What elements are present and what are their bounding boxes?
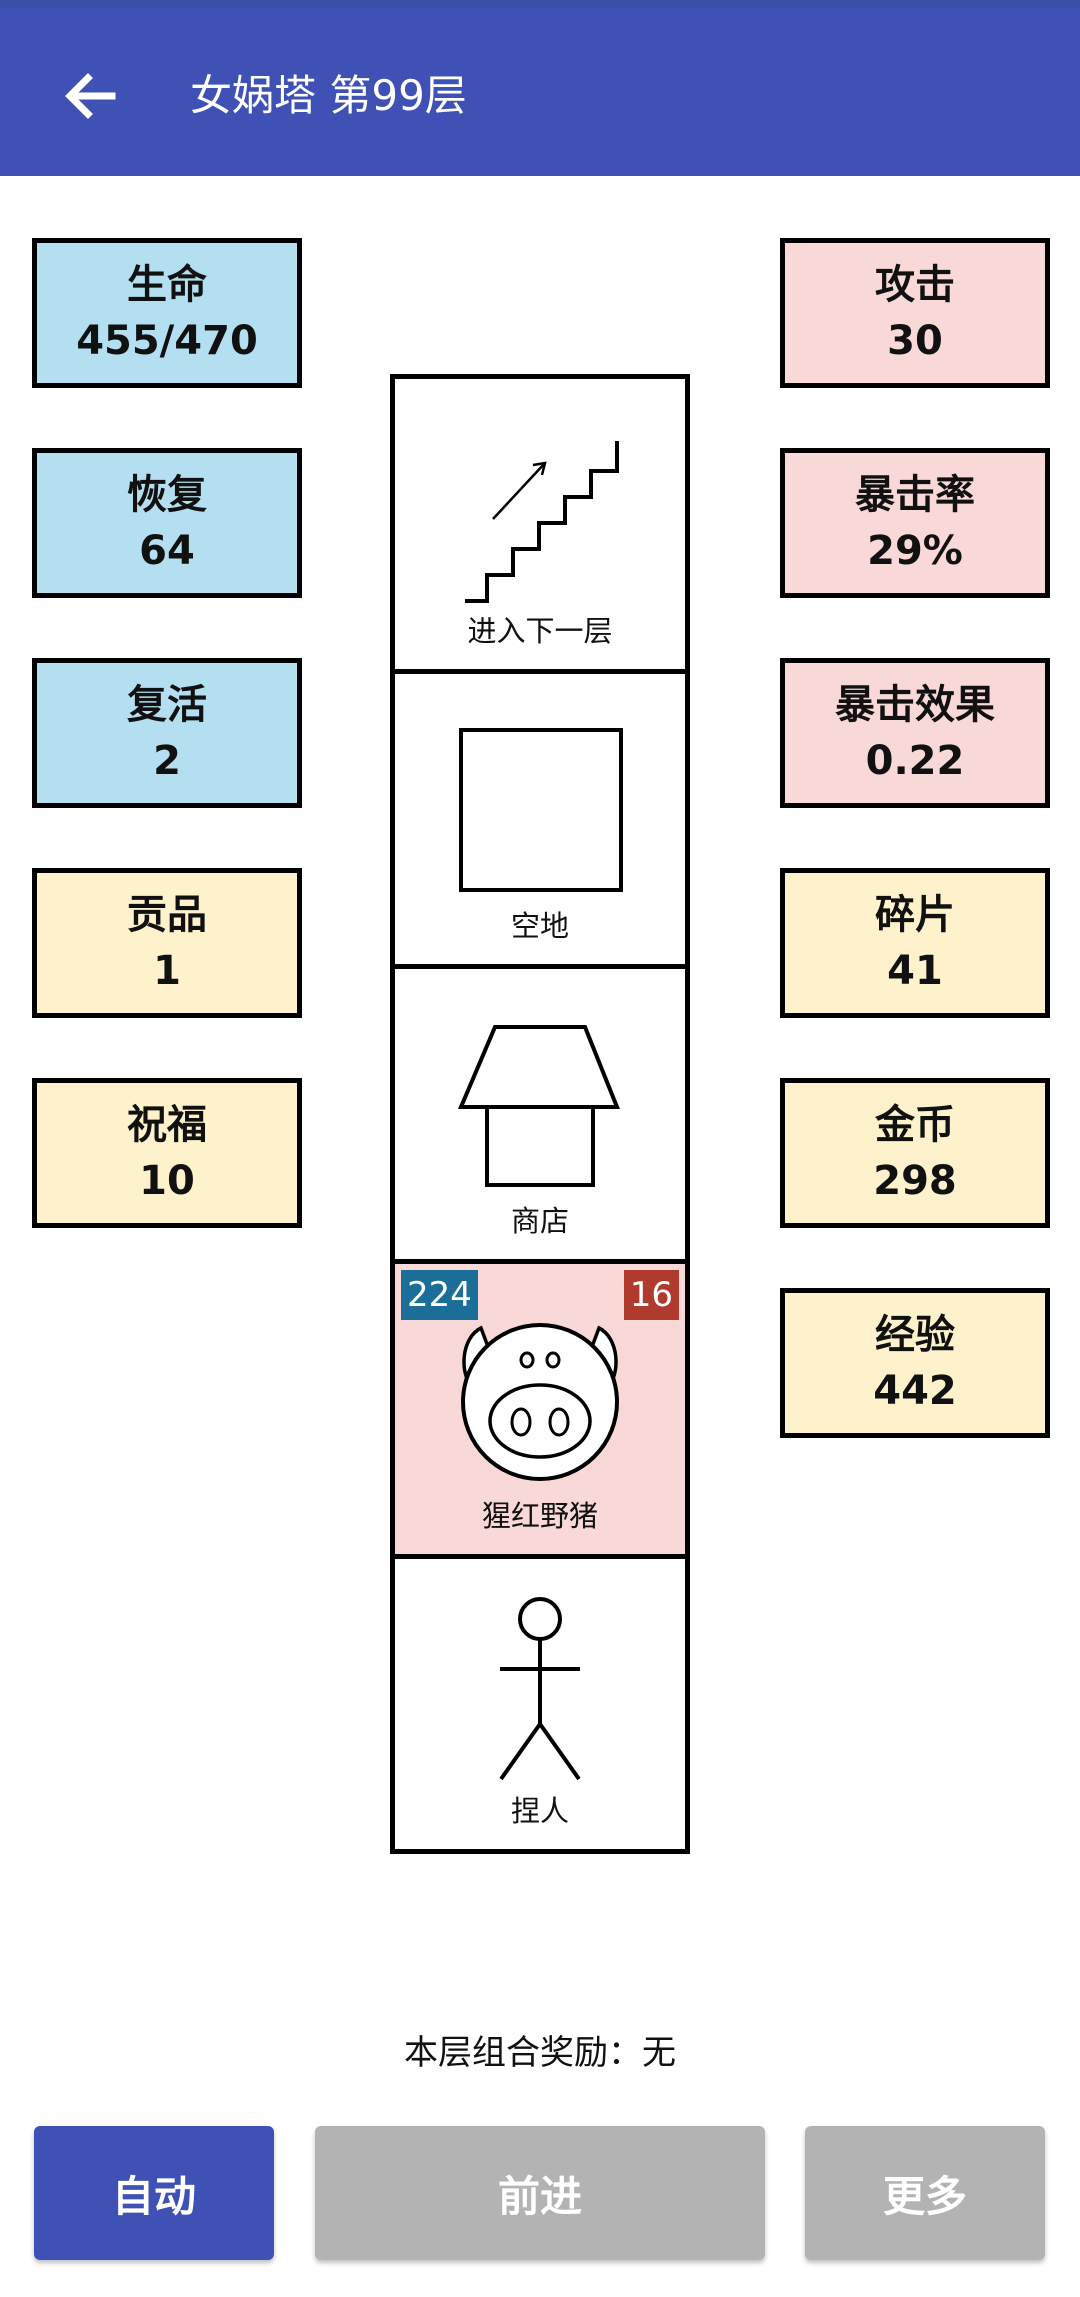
stat-label: 经验 — [875, 1312, 955, 1358]
stat-regen: 恢复 64 — [32, 448, 302, 598]
stat-offering: 贡品 1 — [32, 868, 302, 1018]
stat-label: 祝福 — [127, 1102, 207, 1148]
status-bar — [0, 0, 1080, 8]
stat-value: 442 — [873, 1368, 957, 1414]
auto-button[interactable]: 自动 — [34, 2126, 274, 2260]
stat-gold: 金币 298 — [780, 1078, 1050, 1228]
floor-bonus-text: 本层组合奖励：无 — [404, 2033, 676, 2073]
empty-square-icon — [459, 728, 623, 892]
back-button[interactable] — [48, 54, 132, 138]
stat-value: 30 — [887, 318, 943, 364]
stat-value: 41 — [887, 948, 943, 994]
app-bar: 女娲塔 第99层 — [0, 8, 1080, 176]
stat-value: 64 — [139, 528, 195, 574]
more-button[interactable]: 更多 — [805, 2126, 1045, 2260]
arrow-left-icon — [65, 73, 116, 119]
tower-cell-enemy[interactable]: 224 16 猩红野猪 — [390, 1259, 690, 1559]
stat-label: 金币 — [875, 1102, 955, 1148]
tower-cell-shop[interactable]: 商店 — [390, 964, 690, 1264]
stat-value: 29% — [867, 528, 963, 574]
stat-attack: 攻击 30 — [780, 238, 1050, 388]
stat-value: 10 — [139, 1158, 195, 1204]
tower-cell-stairs[interactable]: 进入下一层 — [390, 374, 690, 674]
shop-house-icon — [457, 1025, 620, 1187]
stat-label: 生命 — [127, 262, 207, 308]
stat-exp: 经验 442 — [780, 1288, 1050, 1438]
stick-figure-icon — [499, 1597, 581, 1781]
stat-value: 1 — [153, 948, 181, 994]
enemy-hp-badge: 224 — [401, 1270, 478, 1320]
tower-cell-empty[interactable]: 空地 — [390, 669, 690, 969]
cell-label: 捏人 — [510, 1794, 569, 1828]
cell-label: 进入下一层 — [467, 614, 613, 648]
stat-label: 碎片 — [875, 892, 955, 938]
stat-hp: 生命 455/470 — [32, 238, 302, 388]
stat-blessing: 祝福 10 — [32, 1078, 302, 1228]
stat-label: 恢复 — [127, 472, 207, 518]
stat-revive: 复活 2 — [32, 658, 302, 808]
stairs-icon — [465, 441, 619, 603]
forward-button[interactable]: 前进 — [315, 2126, 765, 2260]
stat-fragments: 碎片 41 — [780, 868, 1050, 1018]
stat-label: 暴击效果 — [835, 682, 995, 728]
stat-label: 攻击 — [875, 262, 955, 308]
stat-value: 2 — [153, 738, 181, 784]
cell-label: 猩红野猪 — [481, 1499, 598, 1533]
stat-value: 0.22 — [865, 738, 965, 784]
stat-label: 贡品 — [127, 892, 207, 938]
stat-label: 暴击率 — [855, 472, 975, 518]
boar-face-icon — [461, 1323, 619, 1481]
stat-value: 298 — [873, 1158, 957, 1204]
enemy-attack-badge: 16 — [623, 1270, 679, 1320]
cell-label: 商店 — [510, 1204, 569, 1238]
tower-cell-character[interactable]: 捏人 — [390, 1554, 690, 1854]
page-title: 女娲塔 第99层 — [190, 71, 467, 120]
cell-label: 空地 — [510, 909, 569, 943]
stat-crit-effect: 暴击效果 0.22 — [780, 658, 1050, 808]
stat-value: 455/470 — [76, 318, 258, 364]
stat-crit-rate: 暴击率 29% — [780, 448, 1050, 598]
stat-label: 复活 — [127, 682, 207, 728]
tower-column: 进入下一层 空地 商店 224 16 猩红野猪 — [390, 374, 690, 1854]
